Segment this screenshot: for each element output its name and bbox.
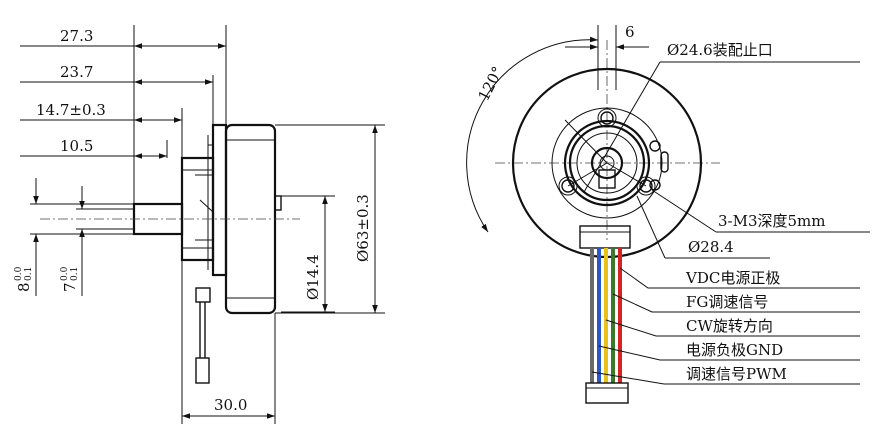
wire-2-label: FG调速信号	[686, 293, 768, 311]
bottom-plug	[585, 382, 629, 404]
mount-hole-right	[639, 179, 653, 193]
dim-120: 120°	[475, 63, 507, 103]
label-phi-28-4: Ø28.4	[688, 238, 734, 256]
wire-1-label: VDC电源正极	[685, 269, 780, 287]
dim-7-tol-upper: 0.0	[60, 266, 70, 281]
pcb-plate	[211, 123, 228, 277]
side-view: 27.3 23.7 14.7±0.3 10.5 8 0.0 0.1 7 0.0 …	[14, 25, 385, 424]
dim-10-5: 10.5	[60, 137, 93, 155]
angle-120-arc	[466, 36, 599, 233]
wire-3-label: CW旋转方向	[686, 317, 773, 335]
dim-14-7: 14.7±0.3	[36, 101, 106, 119]
wire-5-label: 调速信号PWM	[686, 365, 787, 383]
side-plug	[195, 357, 210, 384]
dim-7-tol-lower: 0.1	[70, 267, 80, 281]
front-view: 6 120° Ø24.6装配止口 3-M3深度5mm Ø28.4 VDC电源正极…	[466, 23, 870, 404]
dim-8: 8	[15, 282, 33, 292]
label-phi-24-6: Ø24.6装配止口	[667, 41, 773, 59]
wire-2-leader	[612, 293, 860, 313]
dim-6: 6	[625, 23, 635, 41]
dim-8-tol-lower: 0.1	[24, 267, 34, 281]
wire-3-leader	[605, 319, 860, 337]
dim-23-7: 23.7	[60, 63, 93, 81]
mount-hole-top	[600, 111, 614, 125]
wire-5-leader	[591, 371, 860, 385]
label-3-m3: 3-M3深度5mm	[718, 212, 826, 230]
wire-1-leader	[619, 267, 860, 289]
connector-housing	[579, 225, 631, 249]
side-connector	[195, 287, 211, 303]
dim-8-group: 8 0.0 0.1	[14, 266, 34, 292]
dim-phi-14-4: Ø14.4	[304, 254, 322, 300]
dim-phi-63: Ø63±0.3	[354, 194, 372, 262]
dim-30: 30.0	[214, 396, 247, 414]
rear-boss	[274, 195, 282, 211]
wire-4-leader	[598, 345, 860, 361]
dim-7-group: 7 0.0 0.1	[60, 266, 80, 292]
wire-4-label: 电源负极GND	[686, 341, 783, 359]
dim-7: 7	[61, 282, 79, 292]
dim-27-3: 27.3	[60, 27, 93, 45]
dim-8-tol-upper: 0.0	[14, 266, 24, 281]
wire-bundle	[590, 248, 622, 383]
